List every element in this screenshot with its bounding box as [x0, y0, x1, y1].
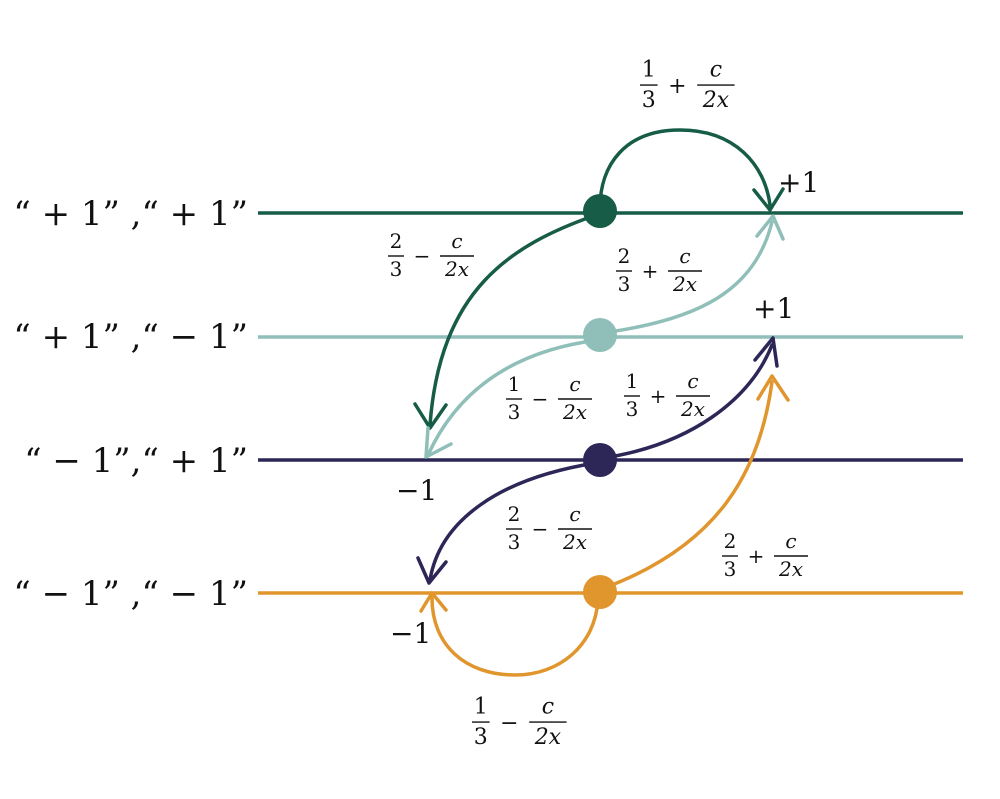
tick-plus-one-mid: +1 — [753, 292, 794, 325]
fraction-numerator: 1 — [642, 57, 656, 82]
fraction-numerator: c — [785, 529, 796, 553]
fraction-operator: − — [414, 244, 431, 268]
fraction-operator: + — [748, 544, 765, 568]
fraction-numerator: c — [451, 229, 462, 253]
fraction-denominator: 3 — [508, 530, 521, 554]
arrowhead-navy-up — [753, 336, 779, 368]
label-navy-down: 2 3−c 2x — [506, 502, 592, 554]
fraction-numerator: c — [710, 57, 722, 82]
node-navy — [583, 443, 617, 477]
row-label-pp: “ + 1” ,“ + 1” — [13, 194, 248, 234]
fraction-numerator: c — [679, 244, 690, 268]
fraction-denominator: 2x — [562, 400, 587, 424]
fraction-denominator: 2x — [562, 530, 587, 554]
fraction-numerator: 2 — [390, 229, 403, 253]
fraction-denominator: 2x — [444, 257, 469, 281]
fraction-denominator: 2x — [702, 88, 730, 113]
fraction-numerator: c — [687, 369, 698, 393]
node-green — [583, 194, 617, 228]
fraction-denominator: 3 — [642, 88, 656, 113]
fraction-numerator: 2 — [724, 529, 737, 553]
fraction-operator: + — [650, 384, 667, 408]
fraction-numerator: 2 — [508, 502, 521, 526]
arrowhead-teal-up — [755, 214, 785, 241]
fraction-numerator: c — [569, 372, 580, 396]
label-green-up: 1 3 + c 2x — [640, 57, 735, 113]
arrow-orange-up — [602, 380, 774, 590]
arrow-teal-up — [600, 220, 774, 335]
fraction-denominator: 3 — [626, 397, 639, 421]
tick-minus-one-mid: −1 — [396, 474, 437, 507]
fraction-operator: − — [500, 711, 518, 736]
label-orange-up: 2 3 + c 2x — [722, 529, 808, 581]
label-teal-down: 1 3−c 2x — [506, 372, 592, 424]
fraction-denominator: 3 — [474, 725, 488, 750]
fraction-numerator: 1 — [474, 694, 488, 719]
row-label-mm: “ − 1” ,“ − 1” — [13, 574, 248, 614]
label-teal-up: 2 3 + c 2x — [616, 244, 702, 296]
arrow-navy-up — [601, 343, 774, 460]
row-label-pm: “ + 1” ,“ − 1” — [13, 317, 248, 357]
arrowhead-orange-down — [419, 591, 448, 613]
row-label-mp: “ − 1”,“ + 1” — [24, 441, 248, 481]
arrowhead-green-down — [413, 402, 448, 430]
label-navy-up: 1 3 + c 2x — [624, 369, 710, 421]
fraction-operator: + — [642, 259, 659, 283]
arrowhead-orange-up — [756, 374, 790, 402]
arrowhead-green-up — [752, 187, 785, 212]
arrowhead-navy-down — [416, 556, 448, 585]
fraction-numerator: 1 — [626, 369, 639, 393]
fraction-operator: − — [532, 387, 549, 411]
fraction-denominator: 3 — [618, 272, 631, 296]
fraction-denominator: 2x — [778, 557, 803, 581]
node-teal — [583, 318, 617, 352]
tick-plus-one-top: +1 — [778, 166, 819, 199]
fraction-denominator: 2x — [680, 397, 705, 421]
arrow-teal-down — [426, 338, 600, 457]
arrow-navy-down — [428, 461, 598, 582]
label-orange-down: 1 3−c 2x — [472, 694, 567, 750]
fraction-numerator: c — [569, 502, 580, 526]
tick-minus-one-bottom: −1 — [390, 617, 431, 650]
fraction-operator: − — [532, 517, 549, 541]
fraction-denominator: 2x — [534, 725, 562, 750]
arrow-green-down — [428, 213, 598, 427]
fraction-operator: + — [668, 74, 686, 99]
fraction-denominator: 3 — [724, 557, 737, 581]
node-orange — [583, 575, 617, 609]
label-green-down: 2 3−c 2x — [388, 229, 474, 281]
arrow-green-up — [598, 128, 772, 210]
fraction-numerator: 2 — [618, 244, 631, 268]
fraction-denominator: 2x — [672, 272, 697, 296]
fraction-numerator: c — [542, 694, 554, 719]
arrow-orange-down — [430, 596, 600, 677]
fraction-denominator: 3 — [508, 400, 521, 424]
arrowhead-teal-down — [424, 426, 453, 459]
fraction-denominator: 3 — [390, 257, 403, 281]
fraction-numerator: 1 — [508, 372, 521, 396]
